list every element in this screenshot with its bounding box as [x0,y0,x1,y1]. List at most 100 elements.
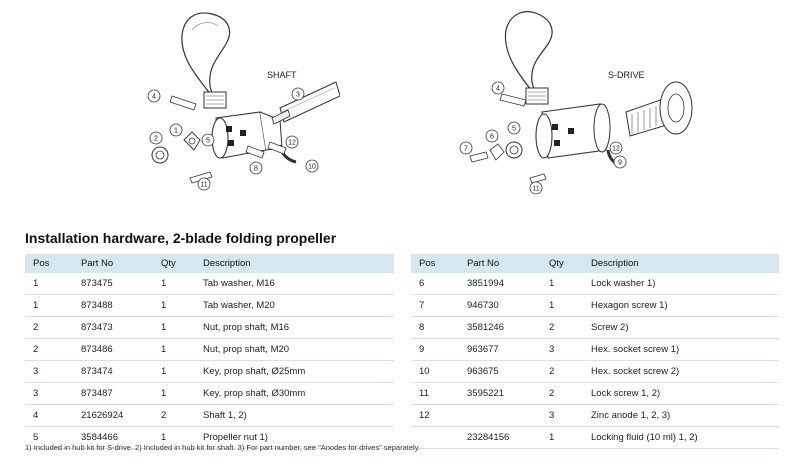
cell-part-no [459,404,541,427]
callout-8: 8 [249,161,263,175]
cell-pos: 1 [25,294,73,317]
footnote: 1) Included in hub kit for S-drive. 2) I… [25,443,420,452]
svg-text:2: 2 [154,136,158,143]
cell-pos: 2 [25,338,73,361]
cell-pos: 3 [25,360,73,383]
column-header-pos: Pos [25,254,73,273]
shaft-callouts: 1 2 3 4 5 8 11 12 10 SHAFT [147,70,319,191]
shaft-propeller-illustration [151,12,340,184]
callout-10: 10 [305,159,319,173]
cell-part-no: 873487 [73,382,153,405]
cell-part-no: 3851994 [459,273,541,295]
sdrive-propeller-illustration [469,11,693,184]
callout-2: 2 [149,131,163,145]
callout-3: 3 [291,87,305,101]
cell-part-no: 963675 [459,360,541,383]
cell-pos [411,426,459,449]
column-header-description: Description [583,254,779,273]
cell-pos: 6 [411,273,459,295]
cell-pos: 12 [411,404,459,427]
callout-9: 9 [613,155,627,169]
callout-1: 1 [169,123,183,137]
cell-description: Shaft 1, 2) [195,404,394,427]
shaft-label: SHAFT [267,70,297,80]
cell-part-no: 873475 [73,273,153,295]
column-header-qty: Qty [153,254,195,273]
svg-text:11: 11 [200,182,207,189]
shaft-diagram: 1 2 3 4 5 8 11 12 10 SHAFT [130,0,340,218]
cell-description: Hex. socket screw 1) [583,338,779,361]
callout-12: 12 [285,135,299,149]
cell-qty: 1 [541,273,583,295]
sdrive-callouts: 4 7 6 5 9 12 11 S-DRIVE [459,70,645,195]
cell-description: Tab washer, M20 [195,294,394,317]
cell-part-no: 23284156 [459,426,541,449]
cell-pos: 7 [411,294,459,317]
cell-pos: 10 [411,360,459,383]
callout-7: 7 [459,141,473,155]
column-header-qty: Qty [541,254,583,273]
cell-description: Nut, prop shaft, M20 [195,338,394,361]
cell-description: Zinc anode 1, 2, 3) [583,404,779,427]
cell-description: Propeller nut 1) [195,426,394,449]
svg-text:6: 6 [490,134,494,141]
cell-qty: 1 [153,360,195,383]
svg-text:8: 8 [254,166,258,173]
cell-pos: 11 [411,382,459,405]
column-header-pos: Pos [411,254,459,273]
cell-pos: 1 [25,273,73,295]
cell-part-no: 3584466 [73,426,153,449]
page-title: Installation hardware, 2-blade folding p… [25,230,337,246]
cell-qty: 1 [153,338,195,361]
callout-11: 11 [197,177,211,191]
svg-text:11: 11 [532,186,539,193]
cell-qty: 2 [541,360,583,383]
cell-qty: 2 [541,382,583,405]
cell-qty: 3 [541,338,583,361]
callout-5: 5 [201,133,215,147]
column-header-description: Description [195,254,394,273]
cell-qty: 1 [153,273,195,295]
cell-pos: 2 [25,316,73,339]
cell-qty: 1 [541,294,583,317]
table-header-row: Pos Part No Qty Description [25,254,394,273]
cell-description: Hexagon screw 1) [583,294,779,317]
sdrive-label: S-DRIVE [608,70,645,80]
cell-part-no: 873486 [73,338,153,361]
callout-4: 4 [491,81,505,95]
cell-description: Lock washer 1) [583,273,779,295]
callout-6: 6 [485,129,499,143]
cell-description: Locking fluid (10 ml) 1, 2) [583,426,779,449]
callout-4: 4 [147,89,161,103]
sdrive-diagram: 4 7 6 5 9 12 11 S-DRIVE [440,0,700,218]
cell-qty: 1 [153,294,195,317]
cell-part-no: 873473 [73,316,153,339]
svg-text:12: 12 [288,140,296,147]
column-header-part-no: Part No [459,254,541,273]
cell-part-no: 3581246 [459,316,541,339]
cell-pos: 5 [25,426,73,449]
cell-description: Key, prop shaft, Ø30mm [195,382,394,405]
cell-qty: 1 [153,382,195,405]
cell-part-no: 21626924 [73,404,153,427]
cell-qty: 1 [153,316,195,339]
svg-text:4: 4 [496,86,500,93]
cell-part-no: 946730 [459,294,541,317]
column-header-part-no: Part No [73,254,153,273]
cell-description: Screw 2) [583,316,779,339]
callout-11: 11 [529,181,543,195]
